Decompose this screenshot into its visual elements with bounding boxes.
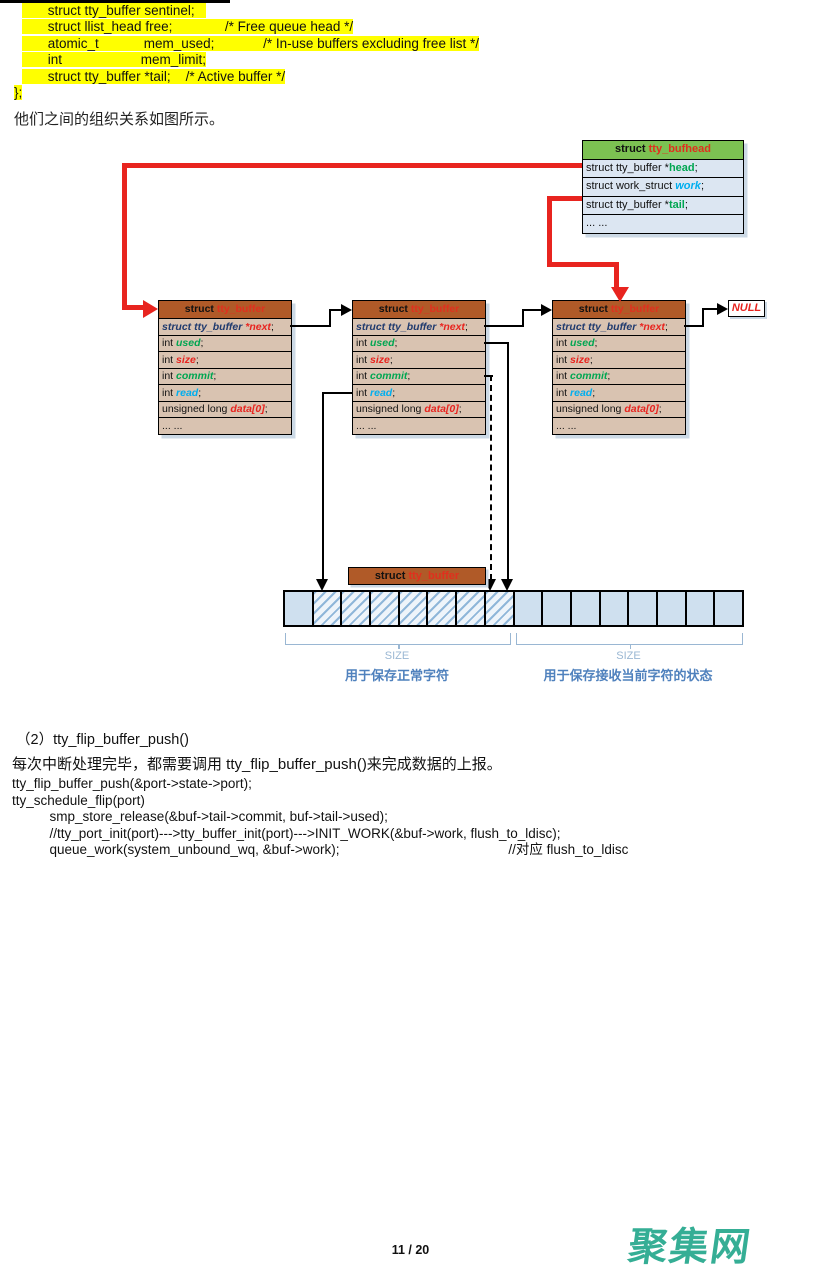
struct-title-row: struct tty_buffer bbox=[159, 301, 291, 319]
code-line: smp_store_release(&buf->tail->commit, bu… bbox=[12, 809, 388, 825]
right-region-caption: 用于保存接收当前字符的状态 bbox=[543, 668, 713, 683]
struct-field-row: int size; bbox=[553, 352, 685, 369]
black-arrowhead-icon bbox=[484, 579, 496, 591]
black-arrowhead-icon bbox=[541, 304, 552, 316]
struct-field-row: int size; bbox=[353, 352, 485, 369]
black-arrowhead-icon bbox=[717, 303, 728, 315]
section-paragraph: 每次中断处理完毕，都需要调用 tty_flip_buffer_push()来完成… bbox=[12, 756, 502, 773]
struct-field-row: struct tty_buffer *next; bbox=[553, 319, 685, 336]
struct-field-row: ... ... bbox=[159, 418, 291, 434]
struct-field-row: struct tty_buffer *next; bbox=[353, 319, 485, 336]
array-cell bbox=[713, 592, 742, 625]
right-size-bracket bbox=[516, 633, 743, 649]
struct-field-row: int commit; bbox=[353, 368, 485, 385]
watermark-logo: 聚集网 bbox=[625, 1226, 755, 1268]
struct-field-row: int used; bbox=[553, 335, 685, 352]
page-number: 11 / 20 bbox=[391, 1243, 430, 1257]
struct-field-row: int commit; bbox=[553, 368, 685, 385]
code-line: tty_flip_buffer_push(&port->state->port)… bbox=[12, 776, 252, 791]
array-cell-hatched bbox=[311, 592, 341, 625]
struct-field-row: struct work_struct work; bbox=[583, 178, 743, 197]
struct-field-row: int commit; bbox=[159, 368, 291, 385]
array-cell-hatched bbox=[340, 592, 370, 625]
array-cell bbox=[655, 592, 685, 625]
array-cell-hatched bbox=[455, 592, 484, 625]
struct-field-row: ... ... bbox=[583, 215, 743, 233]
section-code-block: tty_flip_buffer_push(&port->state->port)… bbox=[12, 776, 628, 859]
struct-field-row: int read; bbox=[159, 385, 291, 402]
code-line: struct tty_buffer sentinel; bbox=[21, 3, 206, 18]
left-region-caption: 用于保存正常字符 bbox=[344, 668, 449, 683]
struct-field-row: int used; bbox=[353, 335, 485, 352]
code-line: struct tty_buffer *tail; /* Active buffe… bbox=[21, 68, 286, 84]
array-cell bbox=[598, 592, 628, 625]
left-size-label: SIZE bbox=[384, 650, 410, 662]
struct-field-row: int read; bbox=[353, 385, 485, 402]
array-cell bbox=[512, 592, 542, 625]
code-line: int mem_limit; bbox=[21, 52, 207, 68]
struct-field-row: struct tty_buffer *next; bbox=[159, 319, 291, 336]
struct-field-row: ... ... bbox=[353, 418, 485, 434]
right-size-label: SIZE bbox=[616, 650, 641, 662]
code-line: tty_schedule_flip(port) bbox=[12, 792, 145, 808]
struct-title-row: struct tty_buffer bbox=[553, 301, 685, 319]
struct-title-row: struct tty_bufhead bbox=[583, 141, 743, 160]
black-arrowhead-icon bbox=[501, 579, 513, 591]
struct-field-row: struct tty_buffer *head; bbox=[583, 159, 743, 178]
black-arrowhead-icon bbox=[341, 304, 352, 316]
array-cell-hatched bbox=[483, 592, 513, 625]
array-cell bbox=[684, 592, 714, 625]
code-line: struct llist_head free; /* Free queue he… bbox=[21, 19, 354, 35]
struct-field-row: int read; bbox=[553, 385, 685, 402]
red-arrowhead-icon bbox=[611, 287, 629, 302]
struct-field-row: unsigned long data[0]; bbox=[353, 401, 485, 418]
top-divider bbox=[0, 0, 230, 3]
section-heading: （2）tty_flip_buffer_push() bbox=[16, 732, 190, 748]
struct-field-row: unsigned long data[0]; bbox=[553, 401, 685, 418]
struct-field-row: int size; bbox=[159, 352, 291, 369]
code-line: queue_work(system_unbound_wq, &buf->work… bbox=[12, 842, 629, 858]
struct-field-row: ... ... bbox=[553, 418, 685, 434]
struct-field-row: struct tty_buffer *tail; bbox=[583, 196, 743, 215]
code-line: //tty_port_init(port)--->tty_buffer_init… bbox=[12, 825, 561, 841]
array-cell-hatched bbox=[369, 592, 398, 625]
flip-buffer-byte-array bbox=[283, 590, 744, 627]
intro-text: 他们之间的组织关系如图所示。 bbox=[14, 111, 225, 128]
code-line: }; bbox=[14, 85, 23, 101]
code-line: atomic_t mem_used; /* In-use buffers exc… bbox=[21, 35, 479, 51]
left-size-bracket bbox=[285, 633, 511, 649]
array-cell bbox=[285, 592, 312, 625]
struct-field-row: int used; bbox=[159, 335, 291, 352]
highlighted-code-block: struct tty_buffer sentinel; struct llist… bbox=[14, 3, 479, 101]
array-cell bbox=[627, 592, 656, 625]
red-arrowhead-icon bbox=[143, 300, 158, 318]
array-cell-hatched bbox=[426, 592, 456, 625]
struct-title-row: struct tty_buffer bbox=[353, 301, 485, 319]
null-terminator-box: NULL bbox=[728, 300, 765, 317]
struct-tty-buffer-data-box: struct tty_buffer bbox=[348, 567, 486, 585]
array-cell-hatched bbox=[397, 592, 427, 625]
struct-field-row: unsigned long data[0]; bbox=[159, 401, 291, 418]
black-arrowhead-icon bbox=[316, 579, 328, 591]
array-cell bbox=[541, 592, 570, 625]
array-cell bbox=[569, 592, 599, 625]
